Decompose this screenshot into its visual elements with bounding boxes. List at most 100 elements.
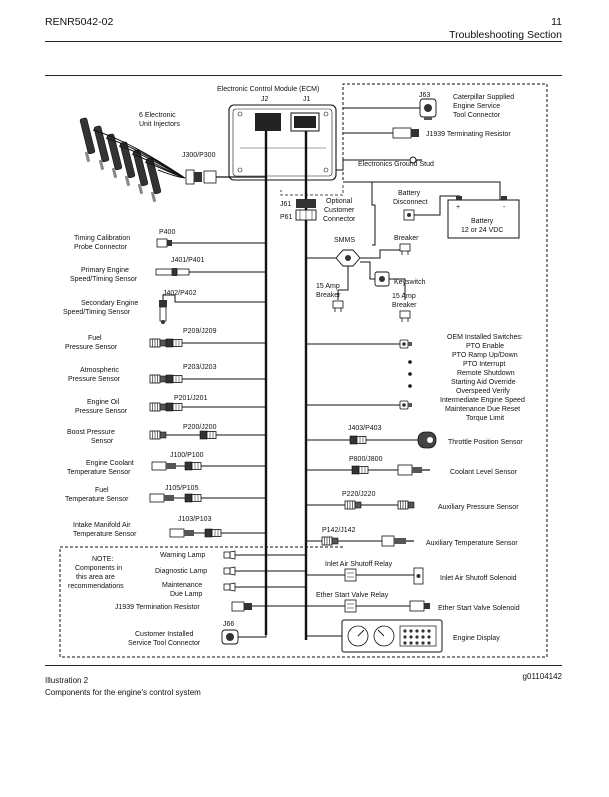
figure-bottom-rule — [45, 665, 562, 666]
fuel-temperature-sensor — [149, 493, 174, 503]
oil-pressure-label-line-1: Engine Oil — [87, 399, 120, 406]
j63-label: J63 — [419, 92, 430, 99]
switch-pto-enable: PTO Enable — [466, 343, 504, 350]
ether-relay-label: Ether Start Valve Relay — [316, 592, 389, 599]
auxiliary-temperature-sensor — [381, 535, 414, 547]
p201-label: P201/J201 — [174, 395, 208, 402]
primary-speed-label-line-1: Primary Engine — [81, 267, 129, 274]
ether-relay-icon — [344, 599, 357, 613]
left-breaker-label-line-2: Breaker — [316, 292, 341, 299]
coolant-temp-label-line-1: Engine Coolant — [86, 460, 134, 467]
boost-pressure-sensor — [149, 430, 167, 440]
keyswitch-label: Keyswitch — [394, 279, 426, 286]
timing-probe-label-line-1: Timing Calibration — [74, 235, 130, 242]
switch-torque-limit: Torque Limit — [466, 415, 504, 422]
primary-speed-label-line-2: Speed/Timing Sensor — [70, 276, 138, 283]
throttle-position-sensor — [417, 431, 437, 449]
battery-plus: + — [456, 204, 460, 211]
battery-disconnect-label-line-2: Disconnect — [393, 199, 428, 206]
j1939-termination-label: J1939 Termination Resistor — [115, 604, 200, 611]
ecm-j1-connector — [294, 116, 316, 128]
diagnostic-lamp-label: Diagnostic Lamp — [155, 568, 207, 575]
oem-switches-title: OEM Installed Switches: — [447, 334, 523, 341]
warning-lamp-icon — [223, 550, 236, 560]
injectors-label-line-1: 6 Electronic — [139, 112, 176, 119]
oil-pressure-label-line-2: Pressure Sensor — [75, 408, 128, 415]
service-tool-label-line-2: Engine Service — [453, 103, 500, 110]
j1939-resistor-label: J1939 Terminating Resistor — [426, 131, 511, 138]
switch-overspeed: Overspeed Verify — [456, 388, 510, 395]
auxiliary-pressure-sensor — [397, 500, 415, 510]
coolant-temperature-sensor — [151, 461, 176, 471]
document-id: RENR5042-02 — [45, 16, 114, 28]
battery-disconnect-label-line-1: Battery — [398, 190, 421, 197]
keyswitch — [374, 271, 390, 287]
maintenance-lamp-label-line-2: Due Lamp — [170, 591, 202, 598]
j105-label: J105/P105 — [165, 485, 199, 492]
fuel-pressure-sensor — [149, 338, 167, 348]
smms-label: SMMS — [334, 237, 355, 244]
ether-solenoid-label: Ether Start Valve Solenoid — [438, 605, 520, 612]
j100-label: J100/P100 — [170, 452, 204, 459]
customer-connector-label-line-1: Optional — [326, 198, 353, 205]
switch-maintenance-reset: Maintenance Due Reset — [445, 406, 520, 413]
oem-boundary-dashed — [59, 83, 548, 658]
breaker-15a-left-icon — [332, 300, 344, 313]
j61-label: J61 — [280, 201, 291, 208]
diagnostic-lamp-icon — [223, 566, 236, 576]
breaker-icon — [399, 243, 411, 256]
left-breaker-label-line-1: 15 Amp — [316, 283, 340, 290]
secondary-speed-label-line-2: Speed/Timing Sensor — [63, 309, 131, 316]
timing-probe-label-line-2: Probe Connector — [74, 244, 128, 251]
breaker-label: Breaker — [394, 235, 419, 242]
engine-display-panel — [341, 619, 443, 653]
note-line-2: Components in — [75, 565, 122, 572]
switch-remote-shutdown: Remote Shutdown — [457, 370, 515, 377]
aux-temp-label: Auxiliary Temperature Sensor — [426, 540, 518, 547]
ground-stud — [409, 156, 422, 164]
ecm-j2-connector — [255, 113, 281, 131]
injector-connector-j300 — [185, 169, 217, 185]
primary-speed-sensor — [155, 268, 190, 276]
header-rule — [45, 41, 562, 42]
battery-label-line-2: 12 or 24 VDC — [461, 227, 503, 234]
injectors-connector-label: J300/P300 — [182, 152, 216, 159]
section-title: Troubleshooting Section — [449, 29, 562, 41]
aux-pressure-label: Auxiliary Pressure Sensor — [438, 504, 519, 511]
oem-switch-top-icon — [399, 339, 413, 349]
ecm-module — [228, 104, 337, 181]
fuel-temp-label-line-1: Fuel — [95, 487, 109, 494]
graphic-id: g01104142 — [522, 672, 562, 681]
atmospheric-pressure-sensor — [149, 374, 167, 384]
customer-connector-dashed — [280, 185, 344, 196]
note-line-3: this area are — [76, 574, 115, 581]
smms-unit — [335, 249, 361, 267]
switch-ellipsis — [408, 360, 412, 388]
p400-label: P400 — [159, 229, 175, 236]
inlet-air-solenoid — [413, 567, 424, 585]
inlet-solenoid-label: Inlet Air Shutoff Solenoid — [440, 575, 517, 582]
oem-switch-bottom-icon — [399, 400, 413, 410]
breaker-15a-right-icon — [399, 310, 411, 323]
page-number: 11 — [551, 16, 562, 28]
switch-pto-interrupt: PTO Interrupt — [463, 361, 505, 368]
j1939-terminating-resistor — [392, 127, 419, 139]
customer-tool-label-line-1: Customer Installed — [135, 631, 193, 638]
service-tool-label-line-1: Caterpillar Supplied — [453, 94, 514, 101]
throttle-sensor-label: Throttle Position Sensor — [448, 439, 523, 446]
unit-injector-bank — [79, 117, 186, 203]
inlet-relay-label: Inlet Air Shutoff Relay — [325, 561, 393, 568]
ecm-j2-label: J2 — [261, 96, 269, 103]
boost-pressure-label-line-2: Sensor — [91, 438, 114, 445]
coolant-temp-label-line-2: Temperature Sensor — [67, 469, 131, 476]
j66-label: J66 — [223, 621, 234, 628]
battery — [447, 196, 520, 239]
ground-stud-label: Electronics Ground Stud — [358, 161, 434, 168]
p800-label: P800/J800 — [349, 456, 383, 463]
inlet-air-relay-icon — [344, 568, 357, 582]
secondary-speed-label-line-1: Secondary Engine — [81, 300, 138, 307]
p200-label: P200/J200 — [183, 424, 217, 431]
j403-label: J403/P403 — [348, 425, 382, 432]
right-breaker-label-line-2: Breaker — [392, 302, 417, 309]
maintenance-lamp-icon — [223, 582, 236, 592]
